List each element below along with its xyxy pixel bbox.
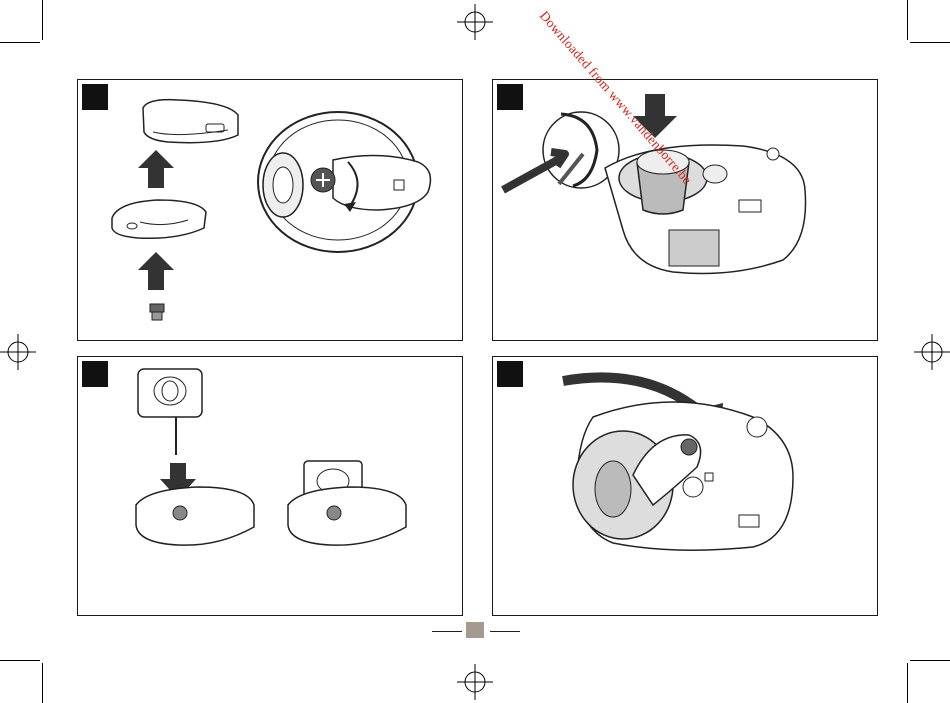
footer-rule-left (432, 631, 462, 632)
registration-mark-icon (457, 4, 493, 40)
step-panel-3 (77, 356, 463, 616)
step-panel-1 (77, 79, 463, 341)
crop-mark (42, 663, 43, 703)
registration-mark-icon (457, 664, 493, 700)
insert-bowl-icon (493, 80, 879, 342)
attach-paddle-icon (78, 357, 464, 617)
crop-mark (0, 660, 40, 661)
crop-mark (907, 0, 908, 40)
page-number-tab (466, 622, 484, 638)
registration-mark-icon (0, 334, 36, 370)
crop-mark (0, 42, 40, 43)
crop-mark (910, 42, 950, 43)
step-panel-4 (492, 356, 878, 616)
step-panel-2 (492, 79, 878, 341)
remove-lid-and-paddle-icon (78, 80, 464, 342)
crop-mark (907, 663, 908, 703)
crop-mark (910, 660, 950, 661)
registration-mark-icon (914, 334, 950, 370)
rotate-lid-icon (493, 357, 879, 617)
footer-rule-right (490, 631, 520, 632)
crop-mark (42, 0, 43, 40)
